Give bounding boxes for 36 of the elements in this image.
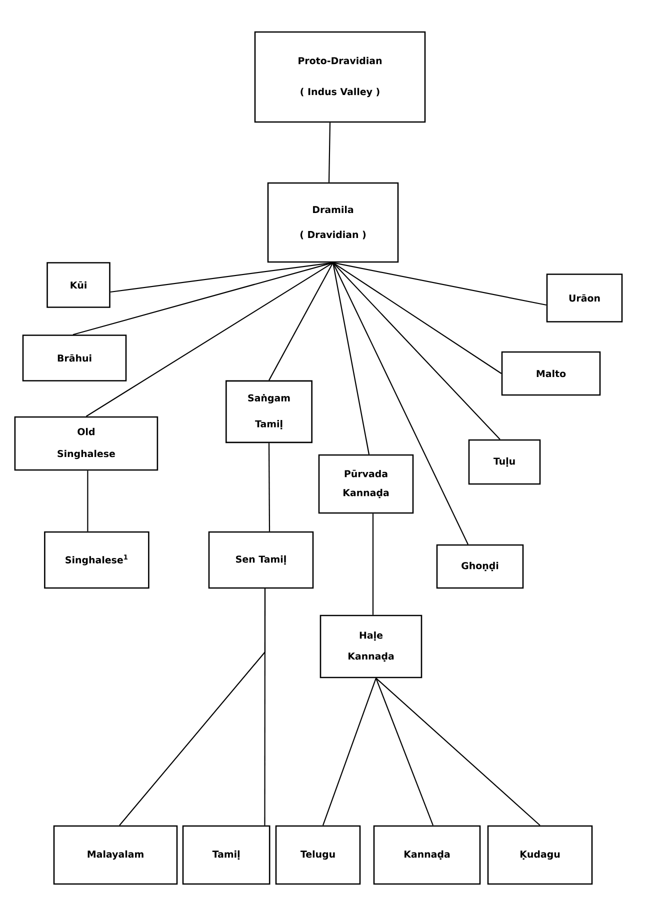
language-box: Haḷe Kannaḍa bbox=[320, 614, 422, 678]
branch-line bbox=[372, 514, 374, 615]
branch-line bbox=[264, 588, 266, 826]
branch-line bbox=[332, 262, 500, 440]
language-box: Proto-Dravidian ( Indus Valley ) bbox=[254, 31, 426, 123]
branch-line bbox=[268, 443, 270, 532]
language-box: Saṅgam Tamiḷ bbox=[226, 380, 312, 444]
branch-line bbox=[332, 262, 468, 545]
language-box: Brāhui bbox=[22, 334, 127, 382]
branch-line bbox=[110, 262, 334, 293]
language-box: Urāon bbox=[546, 274, 623, 322]
language-box: Singhalese$^{1}$ bbox=[44, 531, 150, 589]
language-box: Kannaḍa bbox=[373, 825, 481, 885]
language-box: Tuḷu bbox=[468, 439, 541, 485]
branch-line bbox=[72, 262, 334, 336]
branch-line bbox=[322, 678, 377, 826]
language-box: Pūrvada Kannaḍa bbox=[318, 454, 414, 514]
branch-line bbox=[328, 122, 331, 182]
language-box: Telugu bbox=[275, 825, 361, 885]
branch-line bbox=[375, 678, 434, 826]
branch-line bbox=[268, 262, 334, 381]
language-box: Sen Tamiḷ bbox=[208, 531, 314, 589]
language-box: Tamiḷ bbox=[182, 825, 270, 885]
branch-line bbox=[332, 262, 370, 454]
branch-line bbox=[332, 262, 502, 374]
language-box: Old Singhalese bbox=[14, 416, 158, 471]
language-box: Dramila ( Dravidian ) bbox=[267, 182, 399, 263]
language-box: Ḳudagu bbox=[487, 825, 593, 885]
language-box: Malto bbox=[501, 351, 601, 396]
branch-line bbox=[86, 262, 334, 417]
language-box: Kūi bbox=[46, 262, 110, 308]
language-box: Malayalam bbox=[53, 825, 178, 885]
branch-line bbox=[376, 678, 540, 826]
language-box: Ghoṇḍi bbox=[436, 544, 524, 589]
branch-line bbox=[87, 470, 88, 532]
branch-line bbox=[332, 262, 546, 306]
